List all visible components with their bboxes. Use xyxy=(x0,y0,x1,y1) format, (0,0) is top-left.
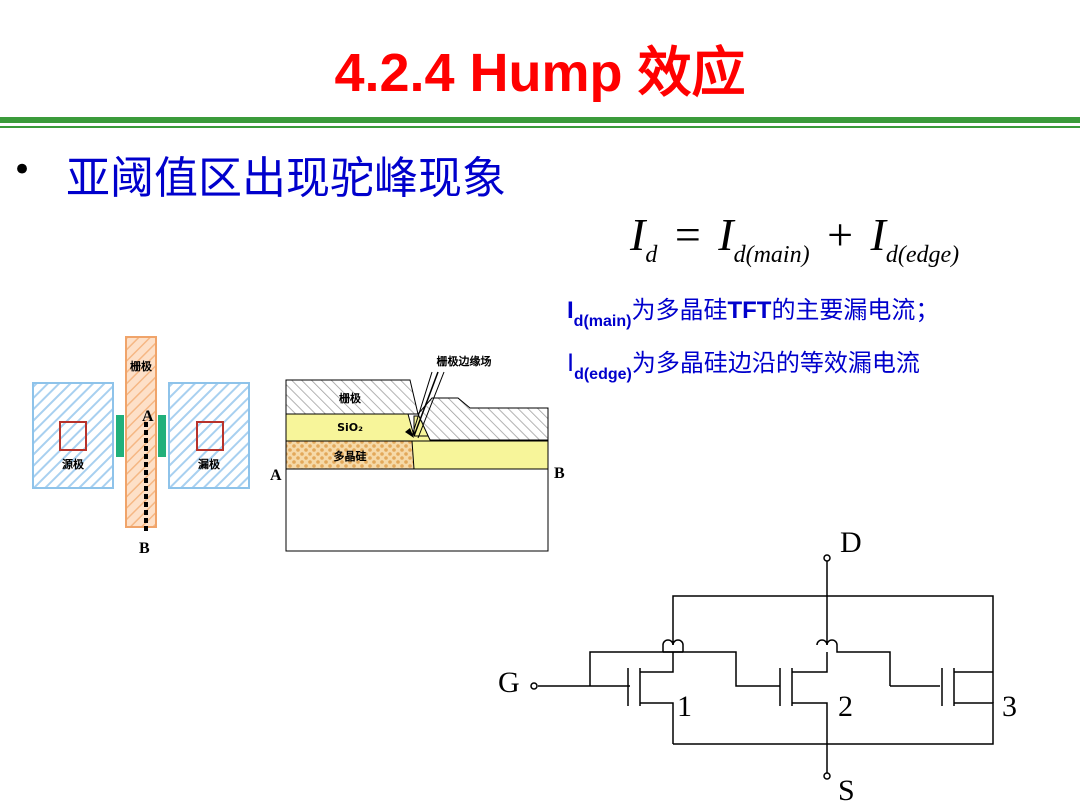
t1-drain xyxy=(640,652,674,673)
drain-node-label: D xyxy=(840,526,862,559)
source-region xyxy=(32,382,114,489)
gate-to-t3-a xyxy=(836,645,891,686)
bullet-text: 亚阈值区出现驼峰现象 xyxy=(66,153,506,204)
formula-lhs-sub: d xyxy=(645,242,658,268)
formula-term1-sub: d(main) xyxy=(733,242,810,268)
xsec-point-a: A xyxy=(270,467,282,484)
desc-main-sub: d(main) xyxy=(573,313,632,330)
fringe-field-line-2 xyxy=(413,371,439,437)
desc-edge-sub: d(edge) xyxy=(574,366,632,383)
drain-current-formula: Id = Id(main) + Id(edge) xyxy=(630,208,959,269)
formula-equals: = xyxy=(674,209,701,260)
formula-plus: + xyxy=(827,209,854,260)
top-point-a: A xyxy=(142,408,154,425)
title-divider-thick xyxy=(0,117,1080,123)
fringe-field-label: 栅极边缘场 xyxy=(437,354,492,368)
main-current-description: Id(main)为多晶硅TFT的主要漏电流； xyxy=(567,290,939,331)
title-divider-thin xyxy=(0,126,1080,128)
drain-region xyxy=(168,382,250,489)
formula-term1: I xyxy=(718,209,734,260)
desc-main-pre: 为多晶硅 xyxy=(631,296,728,324)
formula-lhs: I xyxy=(630,209,646,260)
desc-main-bold: TFT xyxy=(727,297,772,324)
top-gate-label: 栅极 xyxy=(130,359,153,373)
drain-label: 漏极 xyxy=(198,457,221,471)
gate-node-label: G xyxy=(498,666,520,699)
formula-term2-sub: d(edge) xyxy=(885,242,960,268)
gate-terminal xyxy=(530,682,538,690)
xsec-oxide-label: SiO₂ xyxy=(337,421,363,434)
xsec-poly-label: 多晶硅 xyxy=(334,449,367,463)
bullet-marker: • xyxy=(12,150,33,190)
xsec-gate-label: 栅极 xyxy=(339,391,362,405)
gate-layer-right xyxy=(417,397,549,441)
slide-title: 4.2.4 Hump 效应 xyxy=(334,43,746,103)
source-node-label: S xyxy=(838,774,855,807)
transistor-2-label: 2 xyxy=(838,690,853,723)
source-label: 源极 xyxy=(62,457,85,471)
source-terminal xyxy=(823,772,831,780)
channel-edge-right xyxy=(158,415,166,457)
source-bus xyxy=(673,702,994,745)
polysilicon-island xyxy=(285,440,415,470)
drain-bus xyxy=(672,595,994,703)
fringe-field-line-3 xyxy=(417,371,445,439)
transistor-1-label: 1 xyxy=(677,690,692,723)
transistor-3-label: 3 xyxy=(1002,690,1017,723)
equivalent-circuit xyxy=(530,554,994,780)
tft-top-view: 栅极 源极 漏极 A B xyxy=(32,336,250,557)
crossover-2 xyxy=(816,639,838,646)
source-contact xyxy=(59,421,87,451)
drain-contact xyxy=(196,421,224,451)
circuit-labels: D S G 1 2 3 xyxy=(498,526,1017,807)
crossover-1 xyxy=(662,639,684,653)
gate-strip xyxy=(125,336,157,528)
tft-cross-section: 栅极边缘场 栅极 SiO₂ 多晶硅 A B xyxy=(270,354,565,552)
formula-term2: I xyxy=(870,209,886,260)
drain-terminal xyxy=(823,554,831,562)
edge-current-description: Id(edge)为多晶硅边沿的等效漏电流 xyxy=(567,343,920,384)
desc-edge-var: I xyxy=(567,349,575,377)
top-point-b: B xyxy=(139,540,150,557)
fringe-arrow-head xyxy=(405,428,414,438)
substrate xyxy=(285,468,549,552)
fringe-field-line-1 xyxy=(411,371,433,437)
gate-bus xyxy=(589,651,780,687)
channel-edge-left xyxy=(116,415,124,457)
t2-drain xyxy=(792,652,828,673)
t2-source xyxy=(792,702,828,744)
desc-main-var: I xyxy=(567,297,574,324)
desc-main-post: 的主要漏电流； xyxy=(771,296,940,324)
desc-edge-pre: 为多晶硅边沿的等效漏电流 xyxy=(631,349,920,377)
t1-source xyxy=(640,702,674,744)
xsec-point-b: B xyxy=(554,465,565,482)
